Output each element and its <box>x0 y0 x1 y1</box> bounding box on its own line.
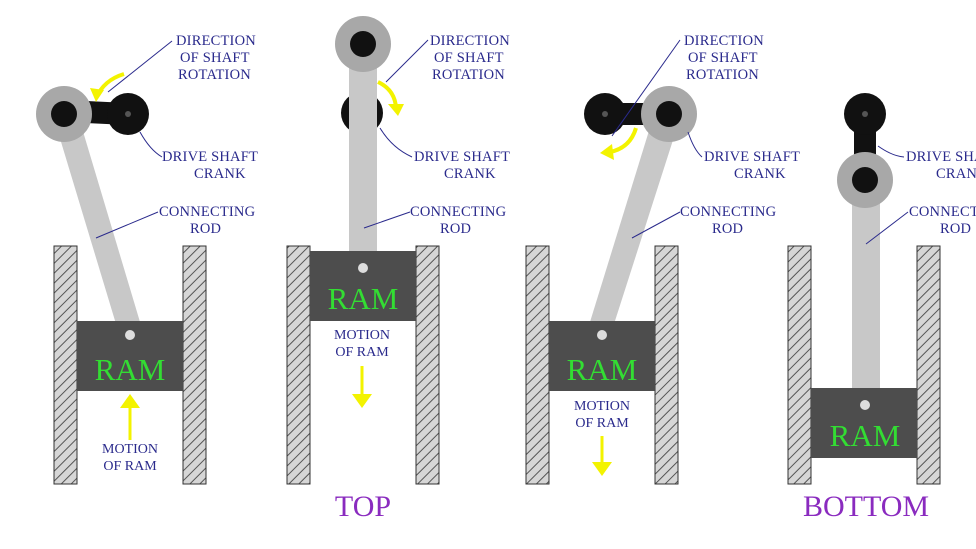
drive-shaft-leader <box>139 131 163 158</box>
drive-shaft-label-1: DRIVE SHAFT <box>704 149 800 165</box>
rod-leader <box>631 211 681 239</box>
ram-label: RAM <box>328 281 399 316</box>
cylinder-wall-left <box>525 245 550 485</box>
ram-block <box>811 388 917 458</box>
ram-block <box>310 251 416 321</box>
motion-label-2: OF RAM <box>335 345 389 360</box>
panel-downstroke: RAM MOTION OF RAM DIRECTION OF SHAFT ROT… <box>525 33 800 485</box>
drive-shaft-leader <box>687 131 703 158</box>
rotation-arrow <box>609 127 638 154</box>
connecting-rod <box>590 108 682 324</box>
motion-arrowhead <box>120 394 140 408</box>
drive-shaft-label-2: CRANK <box>194 166 246 182</box>
cylinder-wall-left <box>787 245 812 485</box>
cylinder-wall-right <box>916 245 941 485</box>
motion-label-1: MOTION <box>334 328 390 343</box>
wrist-pin <box>597 330 607 340</box>
motion-label-1: MOTION <box>574 399 630 414</box>
cylinder-wall-right <box>415 245 440 485</box>
direction-leader <box>611 39 681 137</box>
cylinder-wall-right <box>654 245 679 485</box>
direction-leader <box>385 39 429 83</box>
direction-label-3: ROTATION <box>432 67 505 83</box>
rod-leader <box>865 211 909 245</box>
direction-label-2: OF SHAFT <box>434 50 504 66</box>
drive-shaft-label-1: DRIVE SHAFT <box>162 149 258 165</box>
ram-label: RAM <box>830 418 901 453</box>
panel-upstroke: RAM MOTION OF RAM DIRECTION OF SHAFT ROT… <box>36 33 258 485</box>
drive-shaft-label-2: CRANK <box>444 166 496 182</box>
cylinder-wall-right <box>182 245 207 485</box>
direction-label-2: OF SHAFT <box>688 50 758 66</box>
crank-pin-core <box>51 101 77 127</box>
rod-label-2: ROD <box>190 221 221 237</box>
direction-label-1: DIRECTION <box>176 33 256 49</box>
drive-shaft-label-2: CRANK <box>734 166 786 182</box>
motion-arrowhead <box>592 462 612 476</box>
cylinder-wall-left <box>53 245 78 485</box>
drive-shaft-label-1: DRIVE SHAFT <box>906 149 976 165</box>
ram-label: RAM <box>567 352 638 387</box>
drive-shaft-leader <box>877 145 905 158</box>
rod-leader <box>363 211 411 229</box>
drive-shaft-leader <box>379 127 413 158</box>
direction-label-2: OF SHAFT <box>180 50 250 66</box>
direction-label-3: ROTATION <box>686 67 759 83</box>
rod-label-1: CONNECTING <box>909 204 976 220</box>
crank-pin-core <box>656 101 682 127</box>
direction-leader <box>107 40 173 93</box>
caption-bottom: BOTTOM <box>803 490 929 523</box>
cylinder-wall-left <box>286 245 311 485</box>
rotation-arrowhead <box>600 144 614 160</box>
crank-pin-core <box>350 31 376 57</box>
motion-label-2: OF RAM <box>575 416 629 431</box>
caption-top: TOP <box>335 490 391 523</box>
crank-hub-center <box>862 111 868 117</box>
rotation-arrowhead <box>90 88 104 102</box>
panel-bottom: RAM DRIVE SHAFT CRANK CONNECTING ROD BOT… <box>787 93 976 523</box>
crank-pin-core <box>852 167 878 193</box>
direction-label-1: DIRECTION <box>430 33 510 49</box>
rod-label-2: ROD <box>940 221 971 237</box>
rod-label-1: CONNECTING <box>680 204 777 220</box>
motion-arrowhead <box>352 394 372 408</box>
crank-hub-center <box>125 111 131 117</box>
panel-top: RAM MOTION OF RAM DIRECTION OF SHAFT ROT… <box>286 16 510 523</box>
drive-shaft-label-2: CRANK <box>936 166 976 182</box>
connecting-rod <box>349 44 377 254</box>
drive-shaft-label-1: DRIVE SHAFT <box>414 149 510 165</box>
ram-label: RAM <box>95 352 166 387</box>
crank-hub-center <box>602 111 608 117</box>
rod-leader <box>95 211 159 239</box>
wrist-pin <box>358 263 368 273</box>
connecting-rod <box>852 180 880 394</box>
direction-label-3: ROTATION <box>178 67 251 83</box>
connecting-rod <box>52 108 140 324</box>
motion-label-1: MOTION <box>102 442 158 457</box>
rotation-arrowhead <box>388 104 404 116</box>
rod-label-1: CONNECTING <box>159 204 256 220</box>
wrist-pin <box>125 330 135 340</box>
rod-label-1: CONNECTING <box>410 204 507 220</box>
rod-label-2: ROD <box>440 221 471 237</box>
motion-label-2: OF RAM <box>103 459 157 474</box>
direction-label-1: DIRECTION <box>684 33 764 49</box>
rod-label-2: ROD <box>712 221 743 237</box>
wrist-pin <box>860 400 870 410</box>
